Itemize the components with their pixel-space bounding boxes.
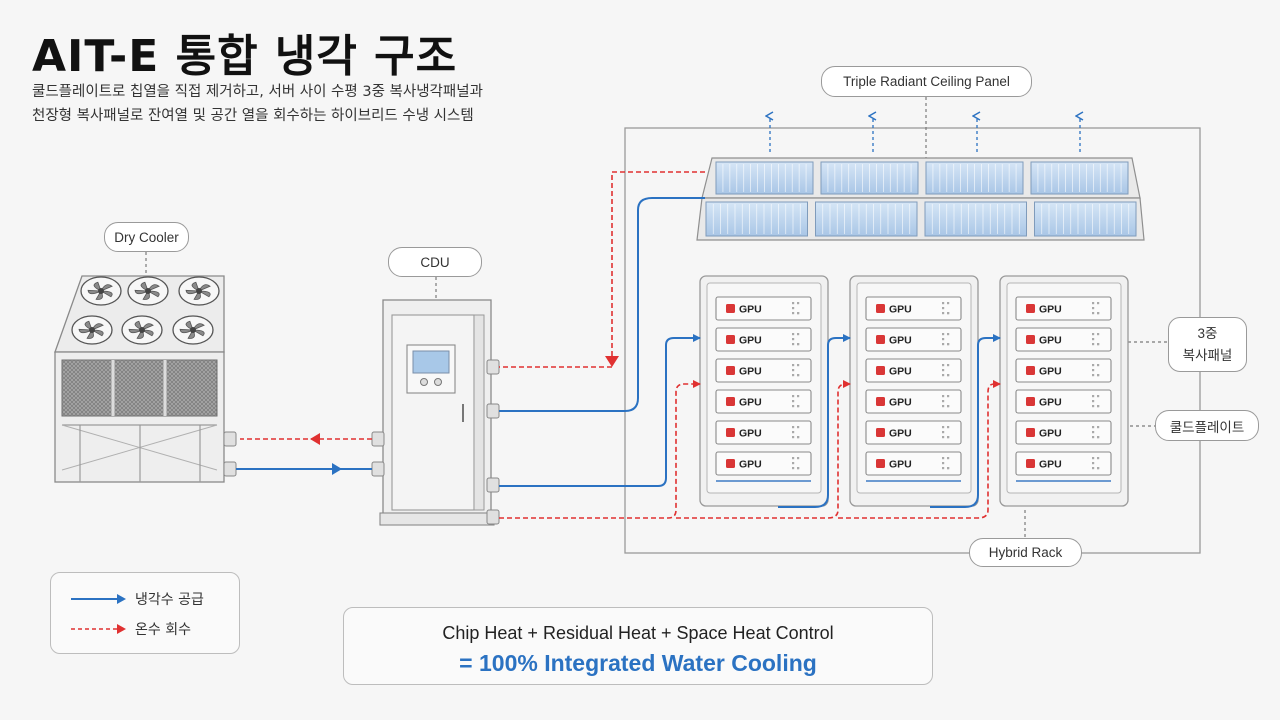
- gpu-server-unit: GPU: [1015, 358, 1112, 383]
- dry-cooler-label: Dry Cooler: [104, 222, 189, 252]
- gpu-label: GPU: [1039, 335, 1062, 347]
- gpu-server-unit: GPU: [1015, 327, 1112, 352]
- gpu-label: GPU: [1039, 366, 1062, 378]
- gpu-server-unit: GPU: [715, 389, 812, 414]
- gpu-server-unit: GPU: [715, 451, 812, 476]
- gpu-server-unit: GPU: [1015, 420, 1112, 445]
- gpu-chip-icon: [876, 459, 885, 468]
- gpu-server-unit: GPU: [865, 420, 962, 445]
- legend-return: 온수 회수: [71, 619, 191, 639]
- fan-icon: [80, 276, 122, 306]
- legend-supply: 냉각수 공급: [71, 589, 204, 609]
- page-subtitle: 쿨드플레이트로 칩열을 직접 제거하고, 서버 사이 수평 3중 복사냉각패널과…: [32, 80, 552, 128]
- gpu-label: GPU: [1039, 397, 1062, 409]
- gpu-server-unit: GPU: [865, 358, 962, 383]
- triple-panel-label-line-2: 복사패널: [1182, 347, 1233, 363]
- triple-panel-label: 3중 복사패널: [1168, 317, 1247, 372]
- gpu-chip-icon: [726, 397, 735, 406]
- gpu-label: GPU: [739, 366, 762, 378]
- ceiling-panel-label: Triple Radiant Ceiling Panel: [821, 66, 1032, 97]
- cdu-label: CDU: [388, 247, 482, 277]
- return-line-icon: [71, 624, 126, 634]
- gpu-server-unit: GPU: [865, 296, 962, 321]
- gpu-server-unit: GPU: [715, 296, 812, 321]
- heat-exhaust-arrows: [770, 116, 1080, 152]
- gpu-chip-icon: [1026, 428, 1035, 437]
- gpu-server-unit: GPU: [1015, 389, 1112, 414]
- gpu-server-unit: GPU: [865, 327, 962, 352]
- dry-cooler: [54, 275, 237, 483]
- gpu-server-unit: GPU: [865, 389, 962, 414]
- triple-panel-label-line-1: 3중: [1197, 325, 1218, 341]
- gpu-label: GPU: [739, 397, 762, 409]
- gpu-server-unit: GPU: [1015, 296, 1112, 321]
- gpu-label: GPU: [739, 304, 762, 316]
- page-title: AIT-E 통합 냉각 구조: [32, 31, 458, 82]
- cold-plate-label: 쿨드플레이트: [1155, 410, 1259, 441]
- gpu-label: GPU: [1039, 428, 1062, 440]
- fan-icon: [127, 276, 169, 306]
- supply-line-icon: [71, 594, 126, 604]
- gpu-label: GPU: [889, 428, 912, 440]
- gpu-label: GPU: [889, 335, 912, 347]
- gpu-label: GPU: [1039, 459, 1062, 471]
- summary-line-1: Chip Heat + Residual Heat + Space Heat C…: [442, 623, 834, 643]
- gpu-server-unit: GPU: [715, 327, 812, 352]
- gpu-server-unit: GPU: [715, 420, 812, 445]
- pipes-cdu-drycooler: [236, 433, 372, 475]
- pipes-cdu-room: [499, 171, 1001, 519]
- gpu-chip-icon: [1026, 397, 1035, 406]
- gpu-chip-icon: [876, 335, 885, 344]
- gpu-label: GPU: [889, 397, 912, 409]
- cdu-unit: [371, 299, 500, 526]
- subtitle-line-2: 천장형 복사패널로 잔여열 및 공간 열을 회수하는 하이브리드 수냉 시스템: [32, 108, 474, 124]
- gpu-label: GPU: [1039, 304, 1062, 316]
- gpu-server-unit: GPU: [715, 358, 812, 383]
- gpu-label: GPU: [889, 366, 912, 378]
- summary-box: Chip Heat + Residual Heat + Space Heat C…: [343, 607, 933, 685]
- gpu-label: GPU: [889, 459, 912, 471]
- gpu-chip-icon: [1026, 366, 1035, 375]
- gpu-label: GPU: [739, 428, 762, 440]
- gpu-chip-icon: [1026, 335, 1035, 344]
- server-rack: GPU GPU GPU GPU GPU GPU: [999, 275, 1129, 507]
- gpu-chip-icon: [1026, 304, 1035, 313]
- gpu-server-unit: GPU: [865, 451, 962, 476]
- hybrid-racks: GPUGPUGPUGPUGPUGPUGPUGPUGPUGPUGPUGPUGPUG…: [699, 275, 1129, 507]
- gpu-chip-icon: [1026, 459, 1035, 468]
- gpu-chip-icon: [726, 335, 735, 344]
- fan-icon: [172, 315, 214, 345]
- fan-icon: [178, 276, 220, 306]
- gpu-chip-icon: [726, 459, 735, 468]
- gpu-chip-icon: [876, 397, 885, 406]
- gpu-label: GPU: [739, 459, 762, 471]
- gpu-chip-icon: [876, 428, 885, 437]
- server-rack: GPU GPU GPU GPU GPU GPU: [849, 275, 979, 507]
- hybrid-rack-label: Hybrid Rack: [969, 538, 1082, 567]
- gpu-server-unit: GPU: [1015, 451, 1112, 476]
- subtitle-line-1: 쿨드플레이트로 칩열을 직접 제거하고, 서버 사이 수평 3중 복사냉각패널과: [32, 84, 483, 100]
- gpu-chip-icon: [726, 428, 735, 437]
- server-rack: GPU GPU GPU GPU GPU GPU: [699, 275, 829, 507]
- gpu-chip-icon: [726, 366, 735, 375]
- legend-supply-label: 냉각수 공급: [135, 592, 204, 608]
- legend-return-label: 온수 회수: [135, 622, 191, 638]
- gpu-chip-icon: [876, 366, 885, 375]
- gpu-chip-icon: [876, 304, 885, 313]
- gpu-label: GPU: [889, 304, 912, 316]
- ceiling-radiant-panels: [696, 157, 1145, 241]
- fan-icon: [121, 315, 163, 345]
- gpu-label: GPU: [739, 335, 762, 347]
- fan-icon: [71, 315, 113, 345]
- gpu-chip-icon: [726, 304, 735, 313]
- legend: 냉각수 공급 온수 회수: [50, 572, 240, 654]
- summary-line-2: = 100% Integrated Water Cooling: [459, 650, 817, 676]
